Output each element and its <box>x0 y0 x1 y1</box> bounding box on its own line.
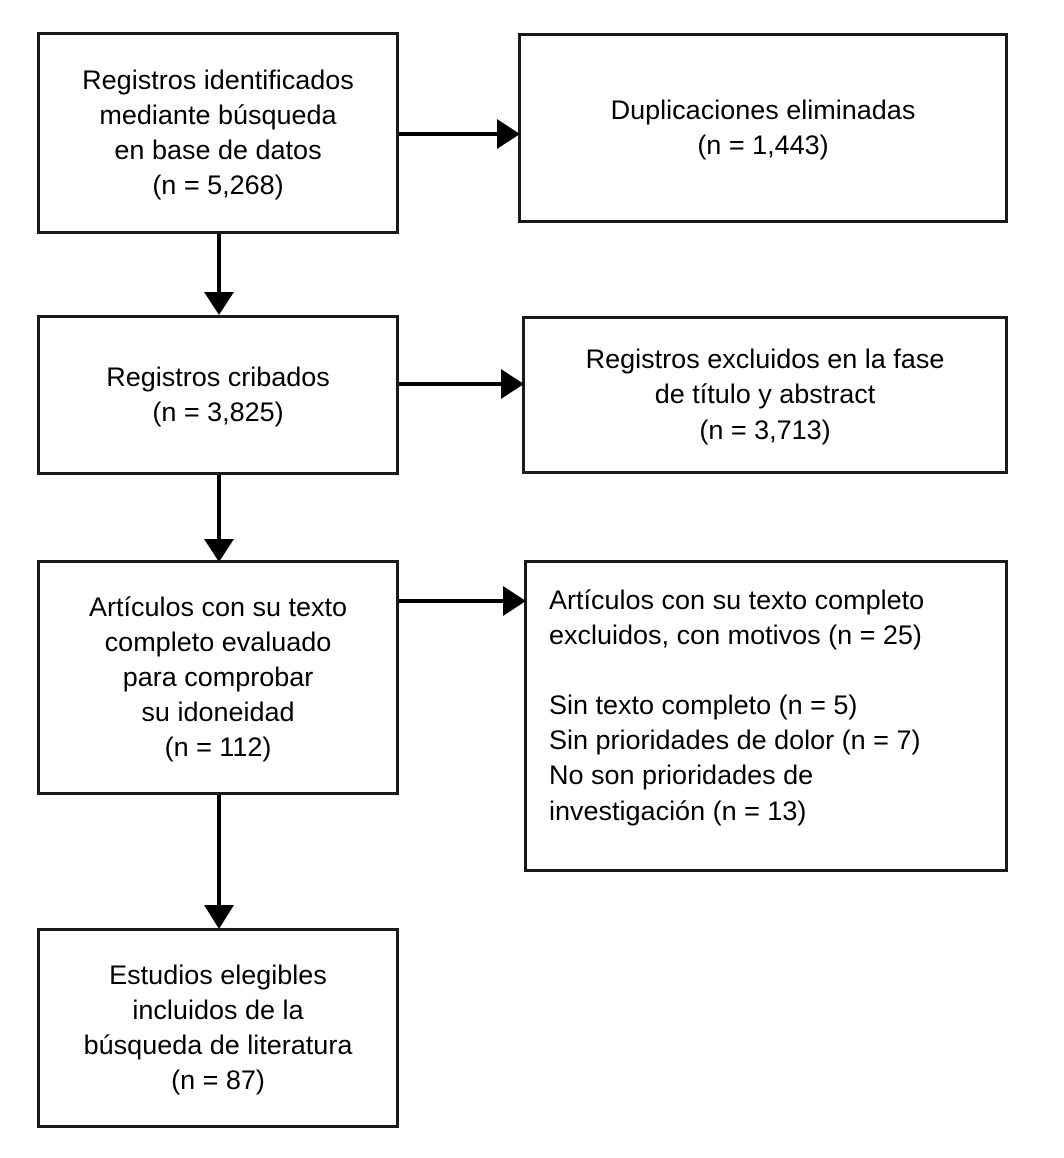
arrow-screened-to-fulltext <box>204 475 234 562</box>
fulltext-excluded-text: Artículos con su texto completo excluido… <box>549 585 925 826</box>
fulltext-excluded-box: Artículos con su texto completo excluido… <box>524 560 1008 872</box>
records-screened-box: Registros cribados (n = 3,825) <box>37 315 399 475</box>
studies-included-text: Estudios elegibles incluidos de la búsqu… <box>83 959 353 1096</box>
records-excluded-box: Registros excluidos en la fase de título… <box>522 316 1008 474</box>
fulltext-assessed-box: Artículos con su texto completo evaluado… <box>37 560 399 795</box>
arrow-identified-to-duplicates <box>399 119 520 149</box>
arrow-screened-to-excluded <box>399 369 524 399</box>
duplicates-removed-text: Duplicaciones eliminadas (n = 1,443) <box>610 94 916 160</box>
studies-included-box: Estudios elegibles incluidos de la búsqu… <box>37 928 399 1128</box>
fulltext-assessed-text: Artículos con su texto completo evaluado… <box>88 591 348 763</box>
records-screened-text: Registros cribados (n = 3,825) <box>106 361 330 427</box>
arrow-fulltext-to-included <box>204 795 234 929</box>
arrow-identified-to-screened <box>204 234 234 315</box>
records-identified-text: Registros identificados mediante búsqued… <box>82 64 354 201</box>
records-excluded-text: Registros excluidos en la fase de título… <box>585 344 945 445</box>
arrow-fulltext-to-excluded <box>399 586 526 616</box>
records-identified-box: Registros identificados mediante búsqued… <box>37 32 399 234</box>
duplicates-removed-box: Duplicaciones eliminadas (n = 1,443) <box>518 33 1008 223</box>
